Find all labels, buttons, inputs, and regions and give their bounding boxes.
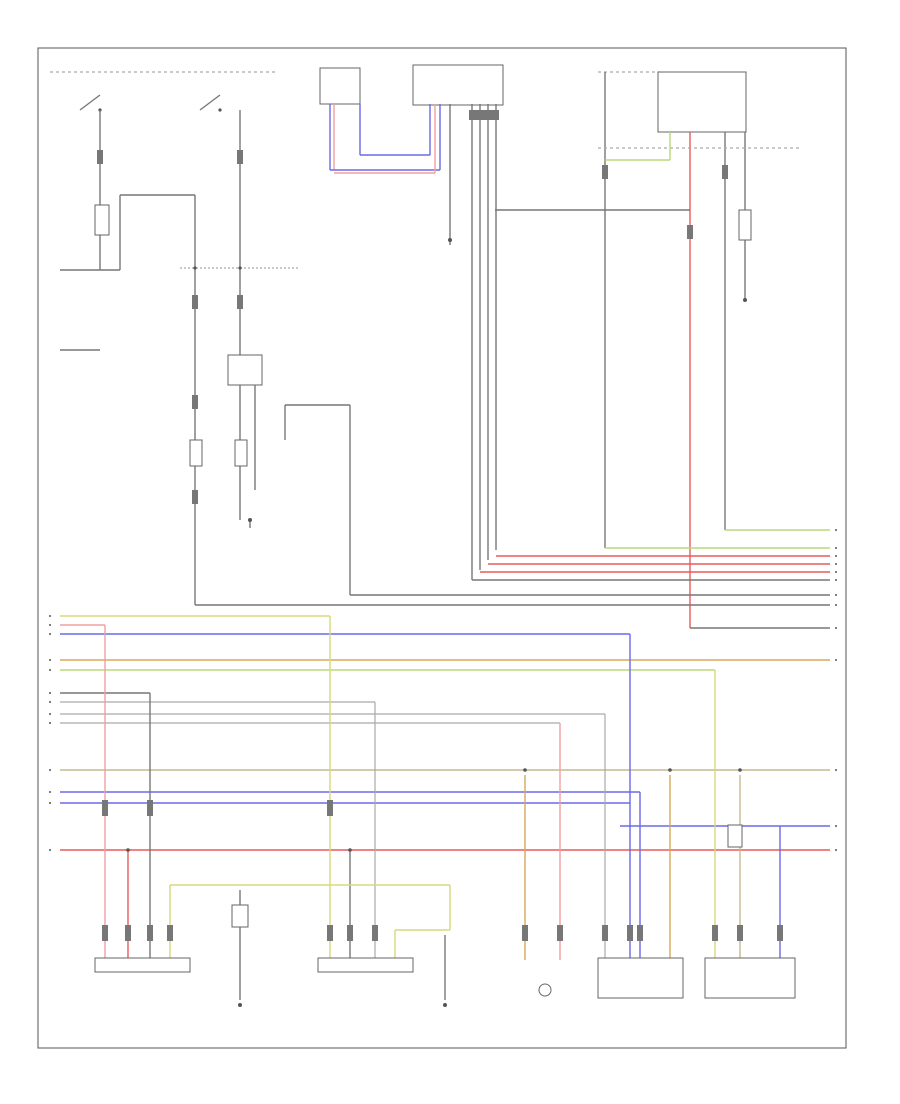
connector-c8 <box>602 165 608 179</box>
ground-g1 <box>248 518 252 522</box>
top-left-fuse-section <box>50 71 351 605</box>
fuse-left <box>94 204 110 236</box>
right-harness-bundle <box>195 529 830 629</box>
ground-g3 <box>743 298 747 302</box>
ground-g2 <box>448 238 452 242</box>
drop-connectors <box>102 800 783 941</box>
lower-harness <box>60 615 830 851</box>
diagram-frame <box>37 47 847 1049</box>
connector-c2 <box>237 295 243 309</box>
top-right-relay <box>495 71 800 628</box>
switch-lower-right <box>727 824 743 848</box>
sensor-right-1 <box>597 957 684 999</box>
connector-c7 <box>469 110 499 120</box>
sensor-right-2 <box>704 957 796 999</box>
module-box-main <box>412 64 504 106</box>
sensor-center-connector <box>317 957 414 973</box>
connector-c9 <box>687 225 693 239</box>
connector-c1 <box>237 150 243 164</box>
ground-g4 <box>238 1003 242 1007</box>
ground-g5 <box>443 1003 447 1007</box>
left-terminals <box>49 615 51 851</box>
vertical-drops <box>104 616 781 1007</box>
lamp-switch <box>234 439 248 467</box>
module-box-small <box>319 67 361 105</box>
right-terminals <box>835 529 837 851</box>
connector-c4 <box>97 150 103 164</box>
connector-c3 <box>192 295 198 309</box>
connector-c6 <box>192 490 198 504</box>
sensor-center-right <box>538 983 552 997</box>
connector-c5 <box>192 395 198 409</box>
fuse-right <box>738 209 752 241</box>
sensor-left-connector <box>94 957 191 973</box>
lamp-lower-left <box>231 904 249 928</box>
lamp-left <box>189 439 203 467</box>
relay-box-right <box>657 71 747 133</box>
bottom-components <box>94 824 796 999</box>
top-center-module <box>319 64 504 580</box>
relay-switch <box>227 354 263 386</box>
connector-c10 <box>722 165 728 179</box>
